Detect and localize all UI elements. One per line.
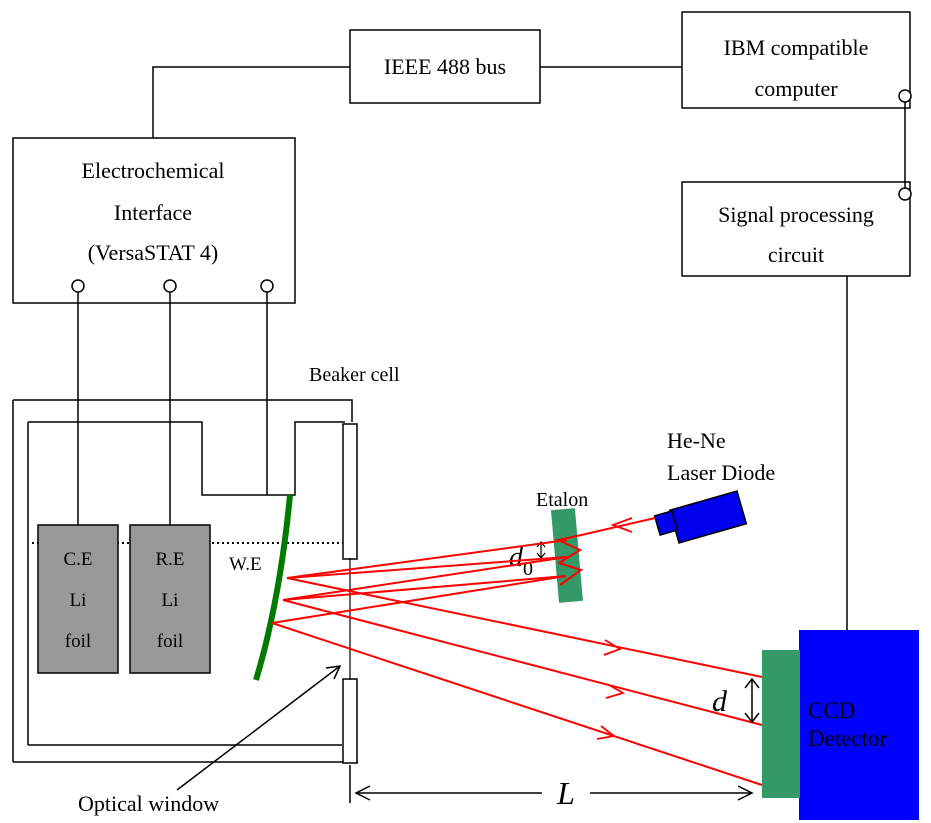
ieee-bus-label: IEEE 488 bus <box>384 54 506 79</box>
re-label-1: R.E <box>155 549 184 570</box>
ccd-detector: CCD Detector <box>799 630 919 820</box>
ieee-bus-box: IEEE 488 bus <box>349 29 541 104</box>
laser-label-2: Laser Diode <box>667 460 775 485</box>
length-dimension <box>349 765 754 803</box>
terminal-icons <box>71 89 912 293</box>
signal-label-1: Signal processing <box>718 202 874 227</box>
d-label: d <box>712 685 728 718</box>
ccd-label-1: CCD <box>808 698 855 723</box>
re-label-2: Li <box>162 590 179 611</box>
ce-label-2: Li <box>70 590 87 611</box>
optical-window-label: Optical window <box>78 791 219 816</box>
we-label: W.E <box>229 554 262 575</box>
ce-label-1: C.E <box>63 549 92 570</box>
ccd-sensor-plate <box>762 650 800 798</box>
computer-box: IBM compatible computer <box>681 11 911 109</box>
reference-electrode: R.E Li foil <box>129 524 211 674</box>
beam-arrow-icons <box>596 517 633 740</box>
terminal-icon <box>71 279 85 293</box>
beaker-cell <box>12 399 358 764</box>
etalon <box>550 508 583 603</box>
laser-diode-icon <box>653 490 748 544</box>
re-label-3: foil <box>157 631 183 652</box>
ce-label-3: foil <box>65 631 91 652</box>
interface-box: Electrochemical Interface (VersaSTAT 4) <box>12 137 296 304</box>
beaker-cell-label: Beaker cell <box>309 364 400 386</box>
interface-label-3: (VersaSTAT 4) <box>88 240 218 265</box>
wiring <box>77 66 906 630</box>
interface-label-2: Interface <box>114 200 192 225</box>
terminal-icon <box>163 279 177 293</box>
length-label: L <box>556 775 575 811</box>
interface-label-1: Electrochemical <box>82 158 225 183</box>
signal-label-2: circuit <box>768 242 824 267</box>
optical-window-pointer <box>176 665 342 791</box>
computer-label-2: computer <box>754 76 838 101</box>
etalon-label: Etalon <box>536 489 588 511</box>
terminal-icon <box>260 279 274 293</box>
terminal-icon <box>898 187 912 201</box>
ccd-label-2: Detector <box>808 726 888 751</box>
computer-label-1: IBM compatible <box>724 35 869 60</box>
counter-electrode: C.E Li foil <box>37 524 119 674</box>
terminal-icon <box>898 89 912 103</box>
working-electrode: W.E <box>229 494 293 681</box>
signal-processing-box: Signal processing circuit <box>681 181 911 277</box>
laser-label-1: He-Ne <box>667 428 726 453</box>
d-arrow-icon <box>744 677 760 724</box>
